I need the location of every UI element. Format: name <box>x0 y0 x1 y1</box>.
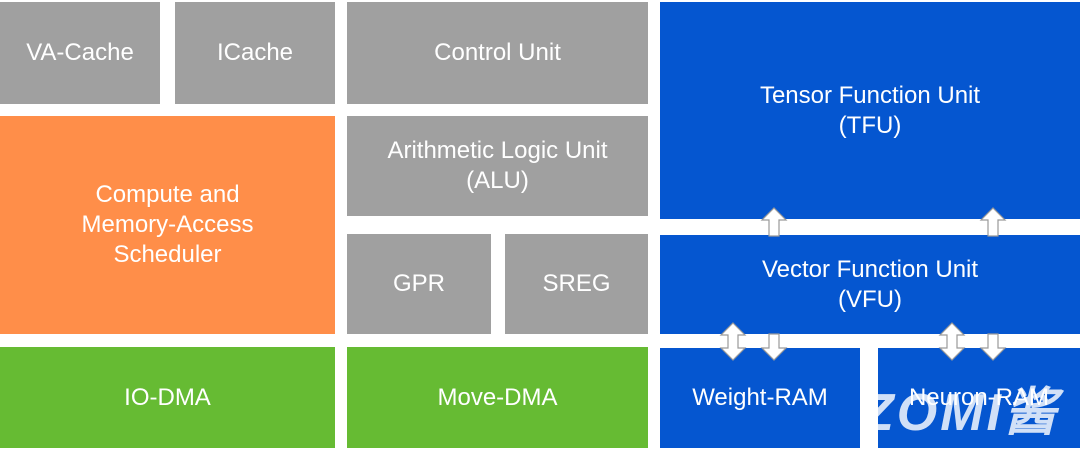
neuron-ram-label: Neuron-RAM <box>908 384 1050 411</box>
icache-label: ICache <box>216 39 294 66</box>
neuron-ram-block: Neuron-RAM <box>878 348 1080 448</box>
vfu-to-tfu-arrow-left <box>760 207 788 237</box>
zomi-watermark: ZOMI酱 <box>862 384 1059 442</box>
weight-ram-vfu-double-arrow <box>719 322 747 361</box>
io-dma-block: IO-DMA <box>0 347 335 448</box>
alu-label-line-1: Arithmetic Logic Unit <box>387 137 608 164</box>
tfu-label-line-1: Tensor Function Unit <box>759 81 981 109</box>
scheduler-label-line-1: Compute and <box>95 181 240 208</box>
gpr-block: GPR <box>347 234 491 334</box>
alu-label-line-2: (ALU) <box>466 167 529 194</box>
alu-block: Arithmetic Logic Unit (ALU) <box>347 116 648 216</box>
icache-block: ICache <box>175 2 335 104</box>
weight-ram-label: Weight-RAM <box>692 384 828 411</box>
vfu-block: Vector Function Unit (VFU) <box>660 235 1080 334</box>
tfu-label-line-2: (TFU) <box>838 111 902 139</box>
sreg-block: SREG <box>505 234 648 334</box>
scheduler-label-line-2: Memory-Access <box>81 211 254 238</box>
control-unit-label: Control Unit <box>434 39 561 66</box>
scheduler-label-line-3: Scheduler <box>113 241 222 268</box>
control-unit-block: Control Unit <box>347 2 648 104</box>
vfu-label-line-2: (VFU) <box>838 285 902 313</box>
va-cache-label: VA-Cache <box>26 39 134 66</box>
weight-ram-down-arrow <box>760 333 788 361</box>
weight-ram-block: Weight-RAM <box>660 348 860 448</box>
gpr-label: GPR <box>392 270 445 297</box>
sreg-label: SREG <box>542 270 611 297</box>
move-dma-label: Move-DMA <box>437 383 558 411</box>
neuron-ram-down-arrow <box>979 333 1007 361</box>
move-dma-block: Move-DMA <box>347 347 648 448</box>
tfu-block: Tensor Function Unit (TFU) <box>660 2 1080 219</box>
va-cache-block: VA-Cache <box>0 2 160 104</box>
io-dma-label: IO-DMA <box>124 383 211 411</box>
scheduler-block: Compute and Memory-Access Scheduler <box>0 116 335 334</box>
vfu-label-line-1: Vector Function Unit <box>761 255 979 283</box>
neuron-ram-vfu-double-arrow <box>938 322 966 361</box>
vfu-to-tfu-arrow-right <box>979 207 1007 237</box>
